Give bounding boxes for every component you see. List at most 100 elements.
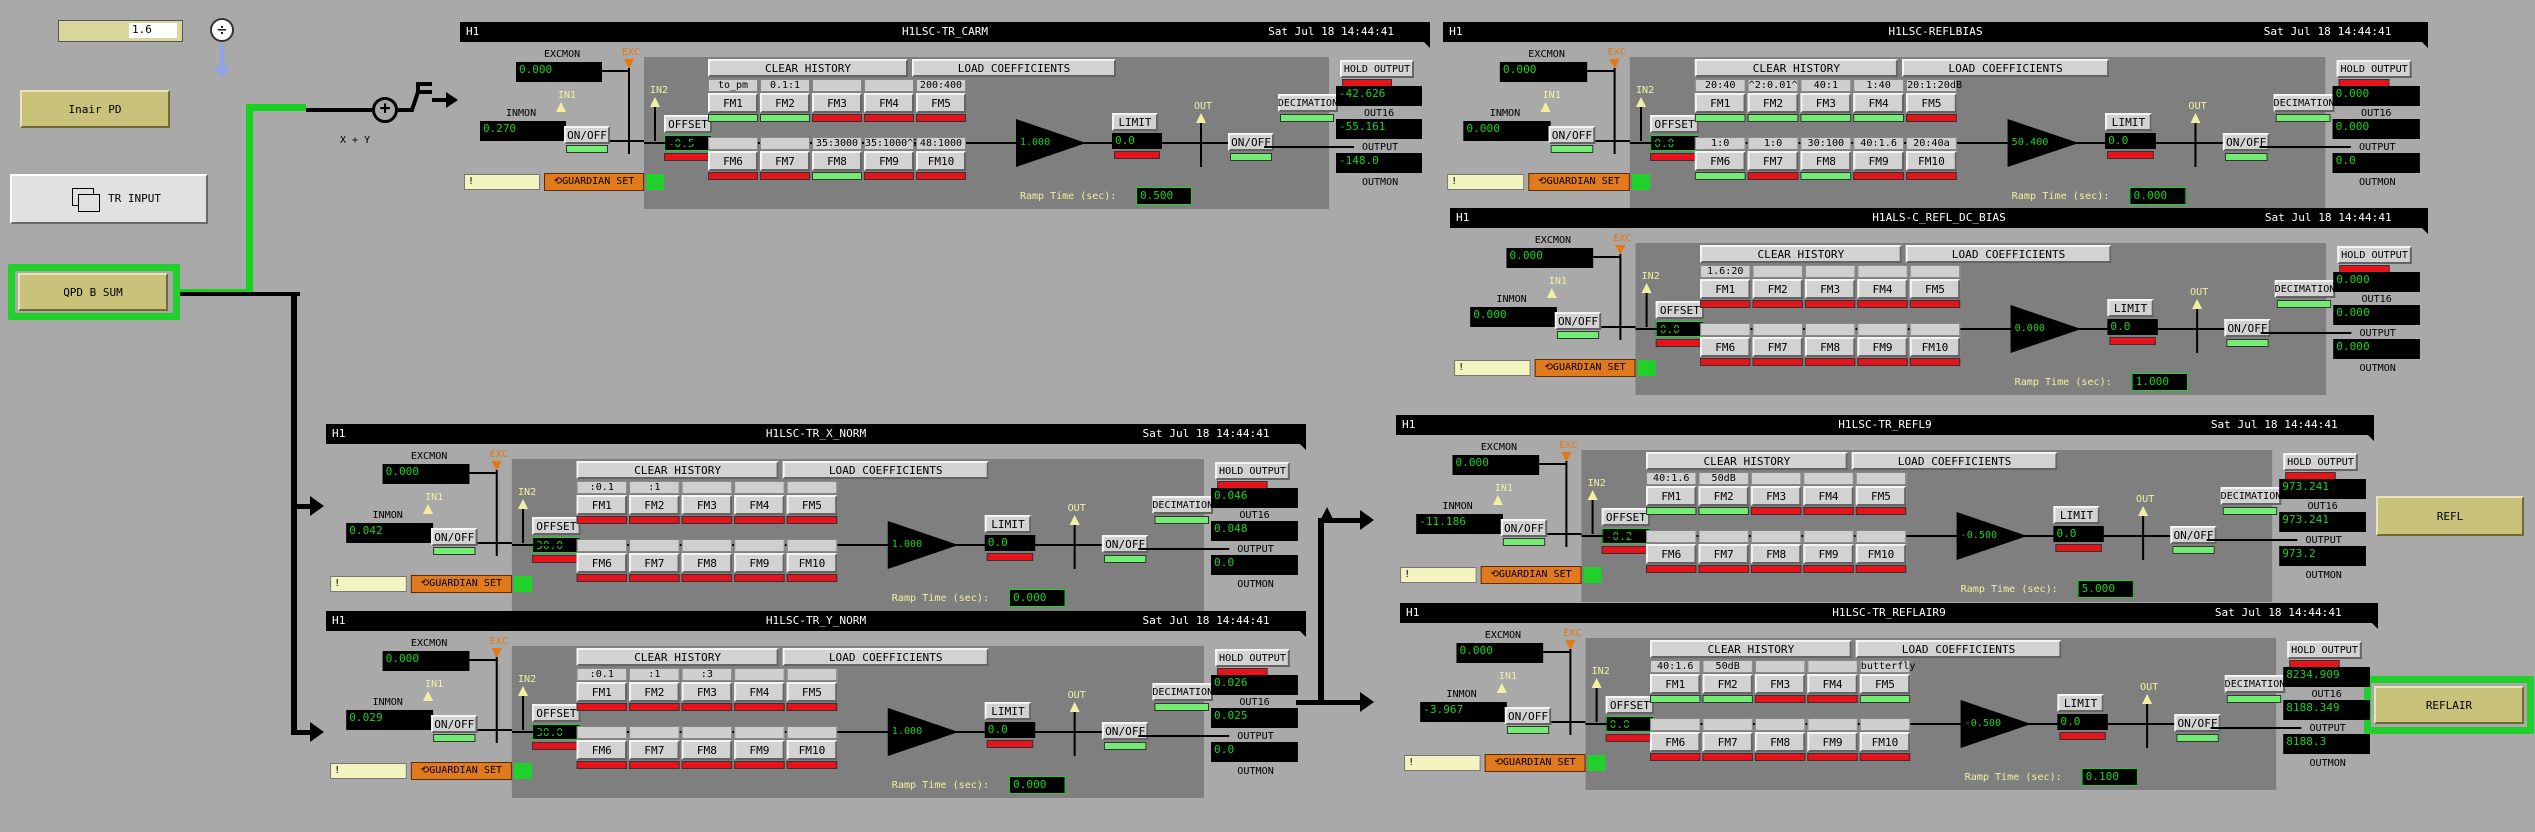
fm3-button[interactable]: FM3 xyxy=(1800,93,1852,113)
fm4-button[interactable]: FM4 xyxy=(1853,93,1905,113)
fm2-button[interactable]: FM2 xyxy=(1702,674,1753,694)
fm4-button[interactable]: FM4 xyxy=(1803,486,1854,506)
input-onoff-button[interactable]: ON/OFF xyxy=(1548,126,1596,144)
fm2-button[interactable]: FM2 xyxy=(629,495,680,515)
guardian-set-button[interactable]: ⟲GUARDIAN SET xyxy=(1534,359,1636,377)
fm5-button[interactable]: FM5 xyxy=(1855,486,1907,506)
message-box[interactable]: ! xyxy=(1447,174,1525,190)
divide-icon[interactable]: ÷ xyxy=(210,18,234,42)
fm1-button[interactable]: FM1 xyxy=(1646,486,1697,506)
limit-button[interactable]: LIMIT xyxy=(2053,506,2100,524)
decimation-button[interactable]: DECIMATION xyxy=(1278,94,1338,112)
guardian-set-button[interactable]: ⟲GUARDIAN SET xyxy=(1528,173,1630,191)
corner-arrow-icon[interactable] xyxy=(1279,611,1306,637)
load-coefficients-button[interactable]: LOAD COEFFICIENTS xyxy=(1901,59,2110,77)
fm5-button[interactable]: FM5 xyxy=(786,682,838,702)
limit-button[interactable]: LIMIT xyxy=(2057,694,2104,712)
fm1-button[interactable]: FM1 xyxy=(576,495,628,515)
decimation-button[interactable]: DECIMATION xyxy=(2221,487,2281,505)
load-coefficients-button[interactable]: LOAD COEFFICIENTS xyxy=(1855,640,2062,658)
reflair-button[interactable]: REFLAIR xyxy=(2374,686,2524,724)
fm5-button[interactable]: FM5 xyxy=(916,93,966,113)
ramp-time-value[interactable]: 0.000 xyxy=(1008,589,1066,607)
clear-history-button[interactable]: CLEAR HISTORY xyxy=(576,648,779,666)
message-box[interactable]: ! xyxy=(1400,567,1477,583)
offset-button[interactable]: OFFSET xyxy=(532,704,581,722)
fm9-button[interactable]: FM9 xyxy=(734,740,785,760)
input-onoff-button[interactable]: ON/OFF xyxy=(1554,312,1602,330)
fm4-button[interactable]: FM4 xyxy=(1807,674,1858,694)
fm1-button[interactable]: FM1 xyxy=(1694,93,1746,113)
fm9-button[interactable]: FM9 xyxy=(1857,337,1908,357)
fm2-button[interactable]: FM2 xyxy=(760,93,810,113)
fm4-button[interactable]: FM4 xyxy=(1857,279,1908,299)
fm9-button[interactable]: FM9 xyxy=(864,151,914,171)
fm3-button[interactable]: FM3 xyxy=(681,495,733,515)
inair-pd-button[interactable]: Inair PD xyxy=(20,90,170,128)
gain-value[interactable]: -0.500 xyxy=(1962,718,2009,732)
fm8-button[interactable]: FM8 xyxy=(681,740,733,760)
limit-button[interactable]: LIMIT xyxy=(2107,299,2154,317)
gain-value[interactable]: 1.000 xyxy=(889,539,937,553)
ramp-time-value[interactable]: 0.000 xyxy=(1008,776,1066,794)
hold-output-button[interactable]: HOLD OUTPUT xyxy=(1215,649,1290,667)
input-onoff-button[interactable]: ON/OFF xyxy=(1504,707,1552,725)
offset-button[interactable]: OFFSET xyxy=(532,517,581,535)
fm5-button[interactable]: FM5 xyxy=(1859,674,1911,694)
fm2-button[interactable]: FM2 xyxy=(1698,486,1749,506)
ramp-time-value[interactable]: 0.100 xyxy=(2081,768,2139,786)
guardian-set-button[interactable]: ⟲GUARDIAN SET xyxy=(1484,754,1586,772)
clear-history-button[interactable]: CLEAR HISTORY xyxy=(1650,640,1852,658)
fm8-button[interactable]: FM8 xyxy=(1750,544,1802,564)
decimation-button[interactable]: DECIMATION xyxy=(2275,280,2335,298)
message-box[interactable]: ! xyxy=(464,174,540,190)
fm10-button[interactable]: FM10 xyxy=(1859,732,1911,752)
guardian-set-button[interactable]: ⟲GUARDIAN SET xyxy=(1480,566,1582,584)
decimation-button[interactable]: DECIMATION xyxy=(1152,496,1213,514)
fm10-button[interactable]: FM10 xyxy=(1909,337,1961,357)
fm10-button[interactable]: FM10 xyxy=(786,553,838,573)
offset-button[interactable]: OFFSET xyxy=(1601,508,1651,526)
guardian-set-button[interactable]: ⟲GUARDIAN SET xyxy=(544,173,644,191)
hold-output-button[interactable]: HOLD OUTPUT xyxy=(2336,60,2412,78)
load-coefficients-button[interactable]: LOAD COEFFICIENTS xyxy=(1851,452,2058,470)
fm6-button[interactable]: FM6 xyxy=(576,553,628,573)
fm1-button[interactable]: FM1 xyxy=(708,93,758,113)
qpd-b-sum-button[interactable]: QPD B SUM xyxy=(18,273,168,311)
fm7-button[interactable]: FM7 xyxy=(1698,544,1749,564)
input-onoff-button[interactable]: ON/OFF xyxy=(431,528,478,546)
output-onoff-button[interactable]: ON/OFF xyxy=(2222,133,2270,151)
load-coefficients-button[interactable]: LOAD COEFFICIENTS xyxy=(782,461,989,479)
input-onoff-button[interactable]: ON/OFF xyxy=(1500,519,1548,537)
corner-arrow-icon[interactable] xyxy=(2347,415,2374,441)
fm5-button[interactable]: FM5 xyxy=(1906,93,1957,113)
tr-input-button[interactable]: TR INPUT xyxy=(10,174,208,224)
ramp-time-value[interactable]: 5.000 xyxy=(2077,580,2135,598)
fm7-button[interactable]: FM7 xyxy=(1747,151,1799,171)
fm10-button[interactable]: FM10 xyxy=(916,151,966,171)
limit-button[interactable]: LIMIT xyxy=(2105,113,2152,131)
gain-input[interactable]: 1.6 xyxy=(58,20,183,42)
gain-value[interactable]: 50.400 xyxy=(2009,137,2057,151)
fm4-button[interactable]: FM4 xyxy=(734,495,785,515)
fm7-button[interactable]: FM7 xyxy=(629,553,680,573)
hold-output-button[interactable]: HOLD OUTPUT xyxy=(2283,453,2358,471)
fm3-button[interactable]: FM3 xyxy=(812,93,862,113)
fm1-button[interactable]: FM1 xyxy=(1700,279,1751,299)
guardian-set-button[interactable]: ⟲GUARDIAN SET xyxy=(410,575,512,593)
ramp-time-value[interactable]: 1.000 xyxy=(2131,373,2189,391)
fm10-button[interactable]: FM10 xyxy=(1906,151,1957,171)
message-box[interactable]: ! xyxy=(1454,360,1531,376)
fm9-button[interactable]: FM9 xyxy=(1853,151,1905,171)
decimation-button[interactable]: DECIMATION xyxy=(2274,94,2335,112)
fm3-button[interactable]: FM3 xyxy=(1754,674,1806,694)
fm5-button[interactable]: FM5 xyxy=(1909,279,1961,299)
clear-history-button[interactable]: CLEAR HISTORY xyxy=(1646,452,1848,470)
fm2-button[interactable]: FM2 xyxy=(1747,93,1799,113)
gain-value[interactable]: 1.000 xyxy=(889,726,937,740)
fm9-button[interactable]: FM9 xyxy=(734,553,785,573)
hold-output-button[interactable]: HOLD OUTPUT xyxy=(2287,641,2362,659)
output-onoff-button[interactable]: ON/OFF xyxy=(2170,526,2217,544)
limit-value[interactable]: 0.0 xyxy=(1112,133,1162,149)
limit-button[interactable]: LIMIT xyxy=(1112,113,1158,131)
